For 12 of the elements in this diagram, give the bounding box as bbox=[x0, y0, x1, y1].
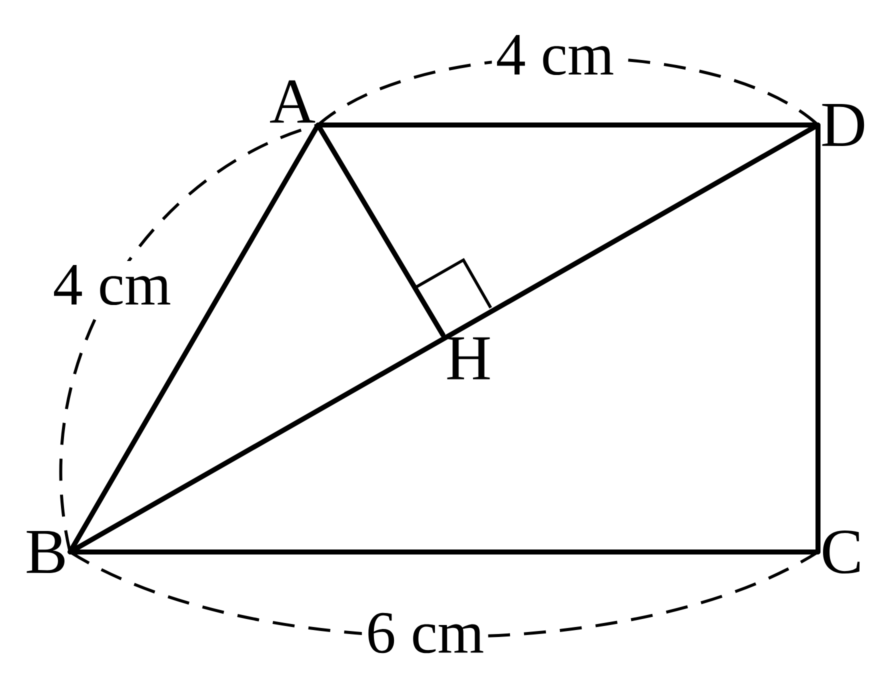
vertex-point: D bbox=[822, 104, 864, 146]
dimension-label: 4 cm bbox=[48, 260, 176, 310]
vertex-point: H bbox=[447, 337, 490, 380]
vertex-point: B bbox=[26, 530, 64, 574]
line-segment bbox=[316, 122, 820, 128]
line-segment bbox=[816, 122, 820, 554]
line-segment bbox=[68, 550, 820, 554]
dimension-label: 6 cm bbox=[362, 608, 488, 658]
dimension-label: 4 cm bbox=[492, 30, 618, 80]
vertex-point: C bbox=[823, 530, 860, 574]
vertex-point: A bbox=[270, 80, 316, 123]
line-segment bbox=[316, 122, 446, 338]
